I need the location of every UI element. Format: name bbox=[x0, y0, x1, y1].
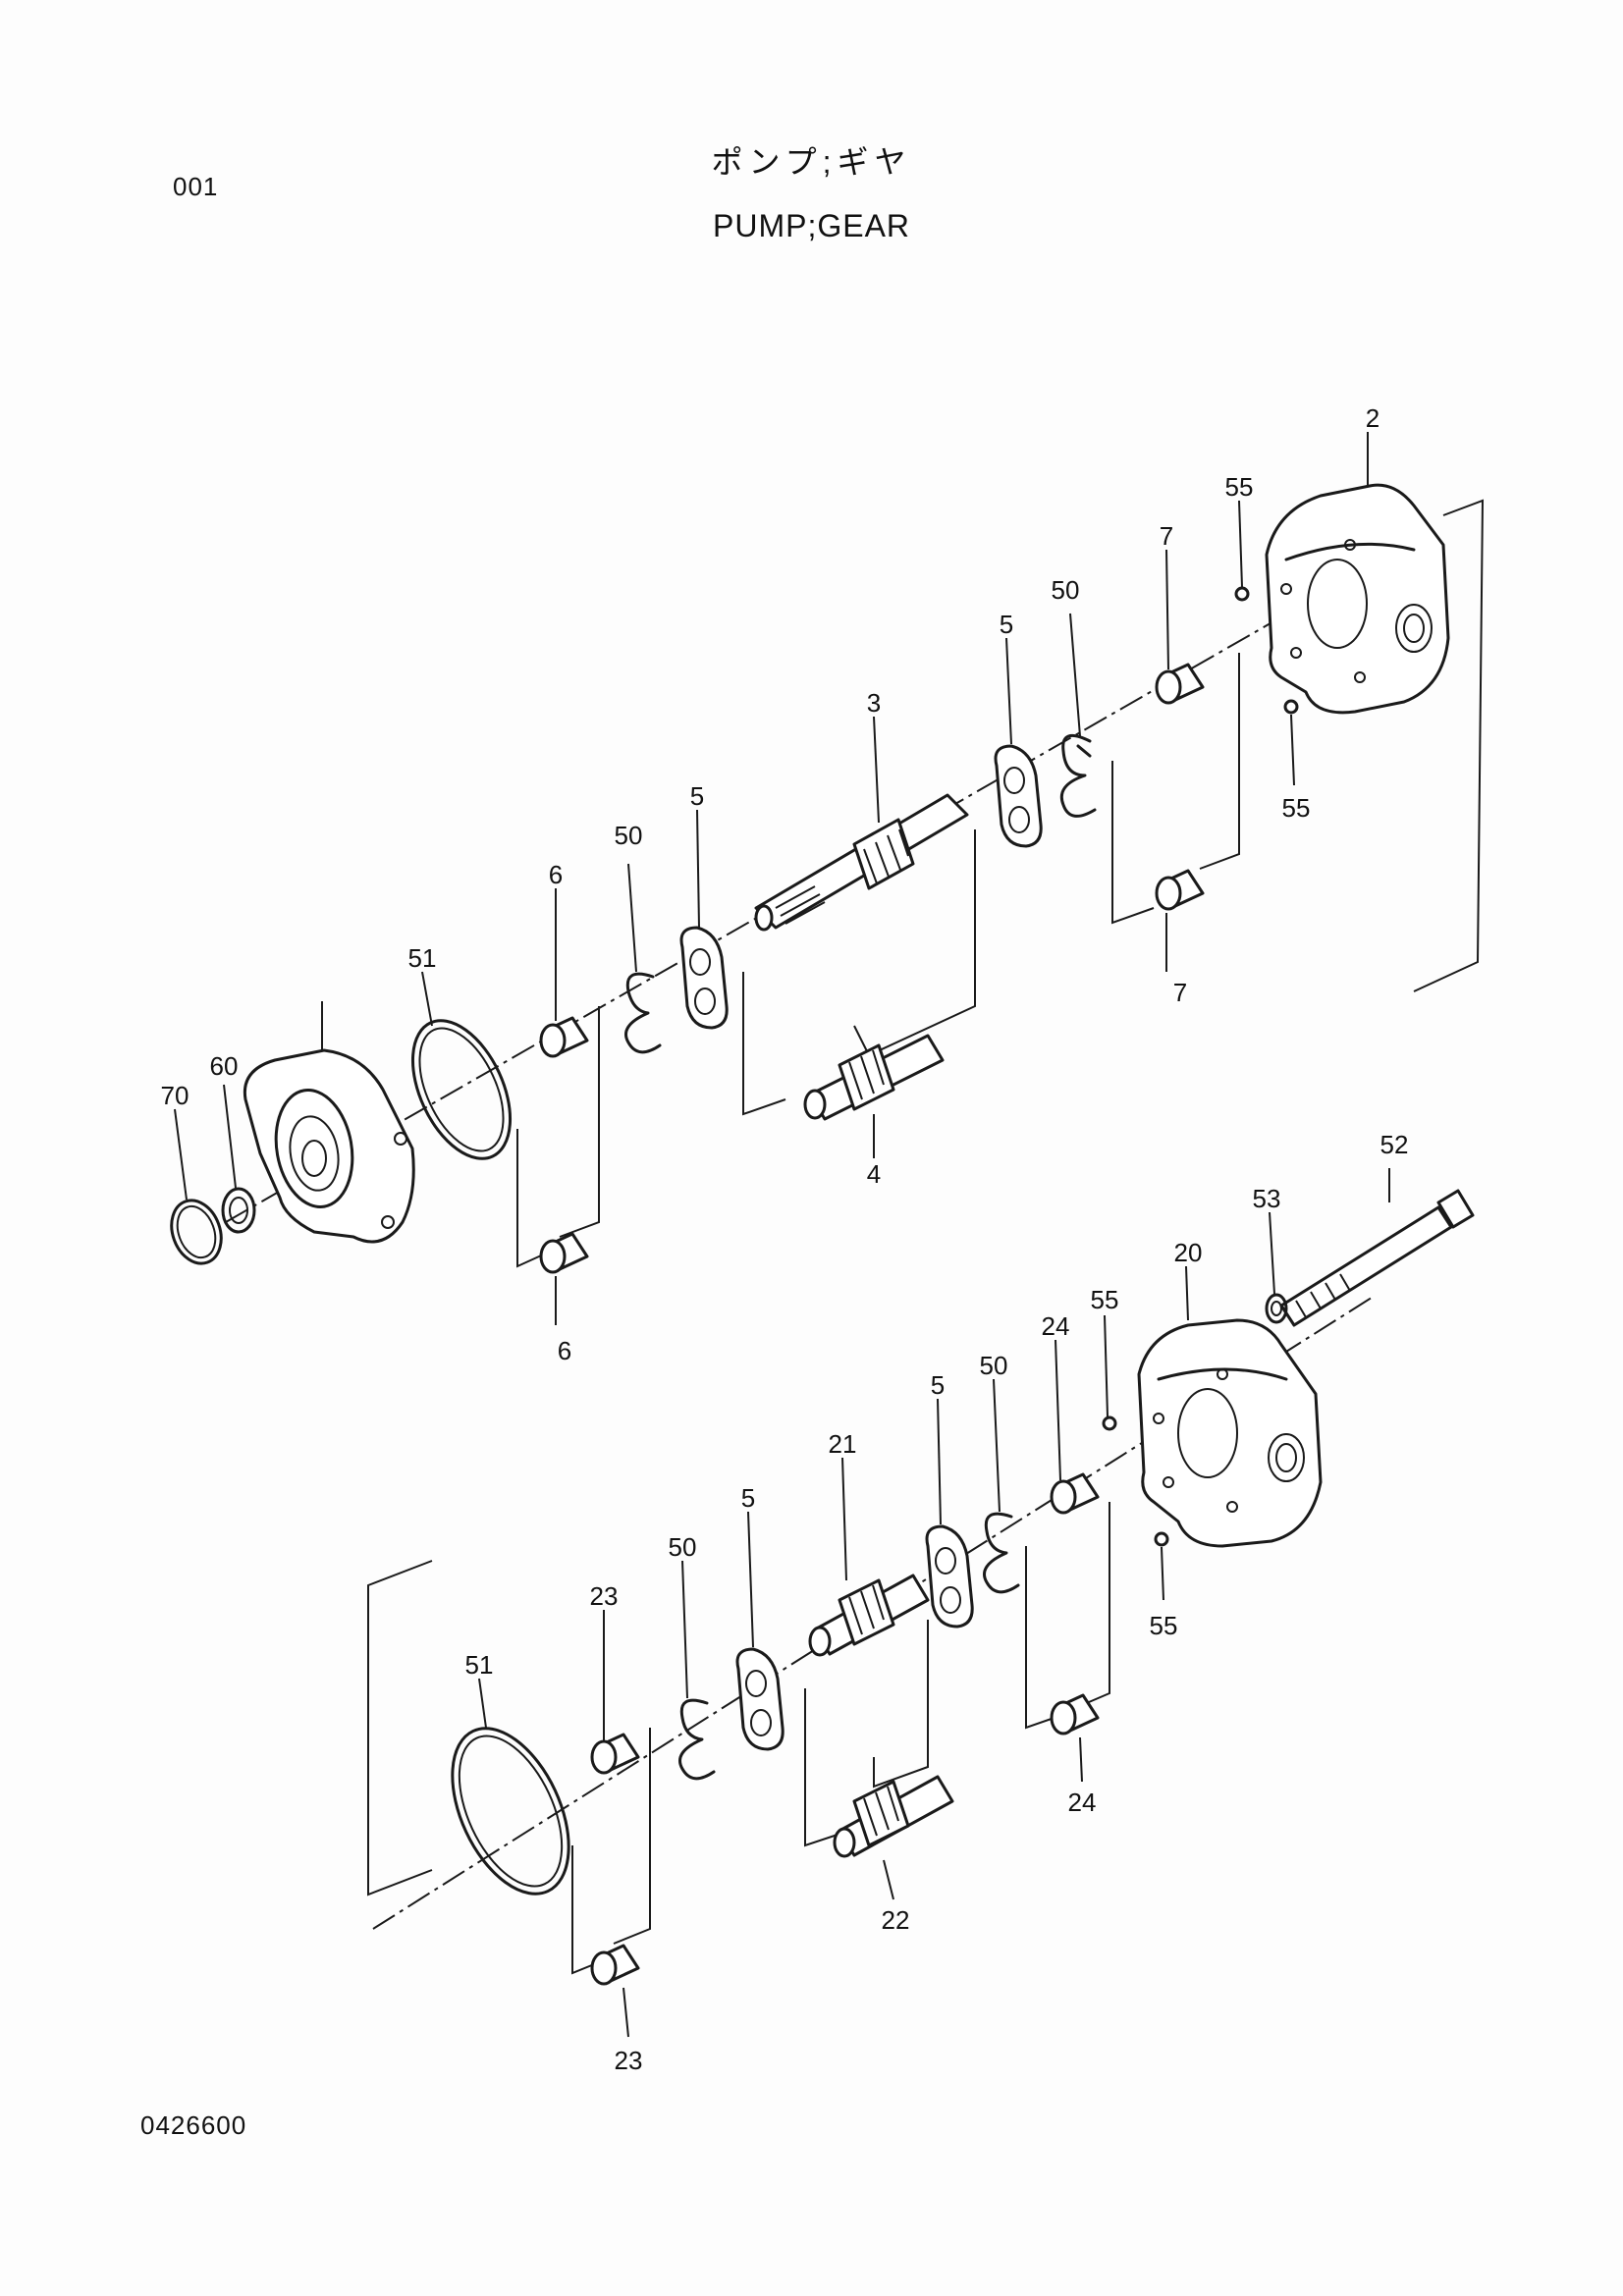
callout-50-upper-a: 50 bbox=[1052, 575, 1080, 605]
callout-21: 21 bbox=[829, 1429, 857, 1459]
part-70-snap-ring bbox=[170, 1199, 223, 1265]
part-50-seal-lower-right bbox=[983, 1512, 1020, 1594]
part-5-plate-upper-right bbox=[994, 744, 1043, 848]
callout-23-lower-a: 23 bbox=[590, 1581, 619, 1611]
lower-label-leaders bbox=[478, 1168, 1390, 2038]
callout-55-lower-a: 55 bbox=[1091, 1285, 1119, 1314]
callout-60: 60 bbox=[210, 1051, 239, 1081]
callout-50-upper-b: 50 bbox=[615, 821, 643, 850]
part-50-seal-lower-left bbox=[678, 1698, 716, 1781]
part-53-washer bbox=[1265, 1293, 1288, 1324]
callout-4: 4 bbox=[867, 1159, 881, 1189]
upper-label-leaders bbox=[174, 432, 1369, 1325]
callout-23-lower-b: 23 bbox=[615, 2046, 643, 2075]
part-5-plate-upper-left bbox=[679, 926, 729, 1030]
page-number: 001 bbox=[173, 172, 219, 201]
part-55-pin-lower-a bbox=[1102, 1415, 1117, 1431]
part-6-bushing-bottom bbox=[539, 1232, 589, 1274]
callout-51-upper: 51 bbox=[408, 943, 437, 973]
part-50-seal-upper-left bbox=[624, 972, 662, 1054]
part-55-pin-lower-b bbox=[1154, 1531, 1169, 1547]
part-7-bushing-top bbox=[1155, 663, 1205, 705]
part-2-pump-body bbox=[1265, 483, 1450, 715]
part-51-o-ring-upper bbox=[410, 1019, 513, 1160]
callout-20: 20 bbox=[1174, 1238, 1203, 1267]
part-3-drive-shaft-gear bbox=[754, 793, 969, 932]
part-22-driven-gear bbox=[833, 1775, 954, 1858]
title-japanese: ポンプ;ギヤ bbox=[711, 144, 912, 180]
callout-3: 3 bbox=[867, 688, 881, 718]
part-23-bushing-bottom bbox=[590, 1944, 640, 1986]
part-24-bushing-bottom bbox=[1050, 1693, 1100, 1735]
part-20-pump-body bbox=[1137, 1318, 1323, 1548]
part-24-bushing-top bbox=[1050, 1472, 1100, 1515]
part-51-o-ring-lower bbox=[451, 1727, 570, 1896]
callout-53: 53 bbox=[1253, 1184, 1281, 1213]
part-52-bolt bbox=[1279, 1189, 1475, 1327]
part-23-bushing-top bbox=[590, 1733, 640, 1775]
callout-5-lower-a: 5 bbox=[931, 1370, 945, 1400]
callout-24-lower-b: 24 bbox=[1068, 1788, 1097, 1817]
callout-50-lower-a: 50 bbox=[980, 1351, 1008, 1380]
part-55-pin-upper-a bbox=[1234, 586, 1250, 602]
part-21-drive-gear bbox=[808, 1574, 930, 1657]
callout-2: 2 bbox=[1366, 403, 1380, 433]
callout-70: 70 bbox=[161, 1081, 189, 1110]
part-7-bushing-bottom bbox=[1155, 869, 1205, 911]
callout-7-upper-b: 7 bbox=[1173, 978, 1187, 1007]
callout-6-upper-a: 6 bbox=[549, 860, 563, 889]
part-60-oil-seal bbox=[221, 1187, 256, 1234]
callout-55-upper-a: 55 bbox=[1225, 472, 1254, 502]
callout-5-lower-b: 5 bbox=[741, 1483, 755, 1513]
part-50-seal-upper-right bbox=[1059, 733, 1097, 818]
callout-22: 22 bbox=[882, 1905, 910, 1935]
callout-51-lower: 51 bbox=[465, 1650, 494, 1680]
callout-5-upper-a: 5 bbox=[1000, 610, 1013, 639]
callout-55-upper-b: 55 bbox=[1282, 793, 1311, 823]
part-55-pin-upper-b bbox=[1283, 699, 1299, 715]
callout-7-upper-a: 7 bbox=[1160, 521, 1173, 551]
part-5-plate-lower-right bbox=[925, 1524, 974, 1629]
title-english: PUMP;GEAR bbox=[712, 208, 911, 243]
callout-24-lower-a: 24 bbox=[1042, 1311, 1070, 1341]
callout-6-upper-b: 6 bbox=[558, 1336, 571, 1365]
callout-55-lower-b: 55 bbox=[1150, 1611, 1178, 1640]
callout-52: 52 bbox=[1380, 1130, 1409, 1159]
front-cover-flange bbox=[243, 1048, 415, 1244]
part-5-plate-lower-left bbox=[735, 1647, 784, 1751]
part-6-bushing-top bbox=[539, 1016, 589, 1058]
drawing-code: 0426600 bbox=[140, 2110, 247, 2140]
callout-50-lower-b: 50 bbox=[669, 1532, 697, 1562]
part-4-driven-gear bbox=[803, 1034, 945, 1121]
callout-5-upper-b: 5 bbox=[690, 781, 704, 811]
